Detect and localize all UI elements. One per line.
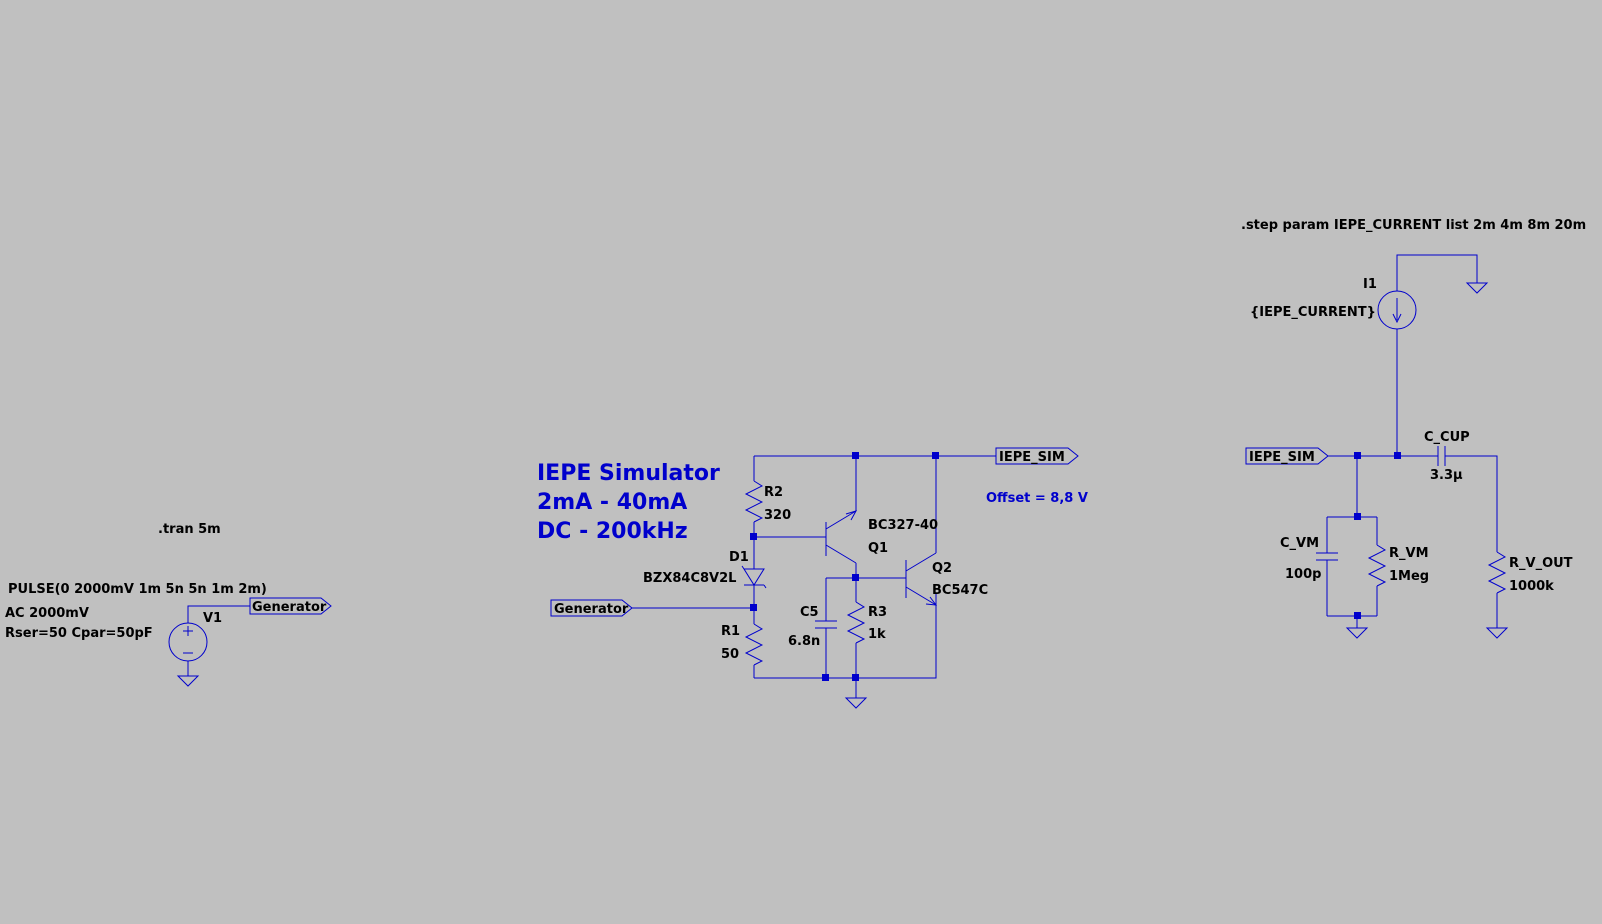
c-cup-name: C_CUP [1424, 430, 1470, 445]
v1-ac: AC 2000mV [5, 606, 89, 621]
iepe-sim-label-middle: IEPE_SIM [999, 450, 1065, 465]
v1-generator-flag: Generator [249, 597, 332, 615]
r-vm-name: R_VM [1389, 546, 1429, 561]
q2-name: Q2 [932, 561, 952, 576]
q1-name: Q1 [868, 541, 888, 556]
title-line3: DC - 200kHz [537, 519, 688, 544]
generator-label-middle: Generator [554, 602, 629, 617]
title-line2: 2mA - 40mA [537, 490, 687, 515]
iepe-sim-flag-right: IEPE_SIM [1245, 447, 1329, 465]
tran-directive[interactable]: .tran 5m [158, 522, 221, 537]
iepe-sim-label-right: IEPE_SIM [1249, 450, 1315, 465]
r-v-out-name: R_V_OUT [1509, 556, 1573, 571]
i1-name: I1 [1363, 277, 1377, 292]
title-line1: IEPE Simulator [537, 461, 720, 486]
c5-value: 6.8n [788, 634, 820, 649]
v1-rser: Rser=50 Cpar=50pF [5, 626, 153, 641]
r-v-out-value: 1000k [1509, 579, 1554, 594]
r1-name: R1 [721, 624, 740, 639]
iepe-simulator-circuit[interactable] [632, 452, 996, 709]
r3-name: R3 [868, 605, 887, 620]
d1-name: D1 [729, 550, 749, 565]
v1-pulse: PULSE(0 2000mV 1m 5n 5n 1m 2m) [8, 582, 267, 597]
d1-value: BZX84C8V2L [643, 571, 736, 586]
r3-value: 1k [868, 627, 886, 642]
q1-value: BC327-40 [868, 518, 938, 533]
iepe-load-circuit[interactable] [1316, 254, 1509, 639]
step-directive[interactable]: .step param IEPE_CURRENT list 2m 4m 8m 2… [1241, 218, 1586, 233]
v1-name: V1 [203, 611, 222, 626]
v1-source[interactable] [168, 605, 250, 687]
r1-value: 50 [721, 647, 739, 662]
offset-comment: Offset = 8,8 V [986, 491, 1088, 506]
generator-label-left: Generator [252, 600, 327, 615]
c5-name: C5 [800, 605, 819, 620]
r2-name: R2 [764, 485, 783, 500]
generator-flag-middle: Generator [550, 599, 633, 617]
r2-value: 320 [764, 508, 791, 523]
i1-value: {IEPE_CURRENT} [1250, 305, 1376, 320]
c-cup-value: 3.3µ [1430, 468, 1463, 483]
iepe-sim-flag-middle: IEPE_SIM [995, 447, 1079, 465]
q2-value: BC547C [932, 583, 988, 598]
c-vm-value: 100p [1285, 567, 1321, 582]
r-vm-value: 1Meg [1389, 569, 1429, 584]
c-vm-name: C_VM [1280, 536, 1319, 551]
